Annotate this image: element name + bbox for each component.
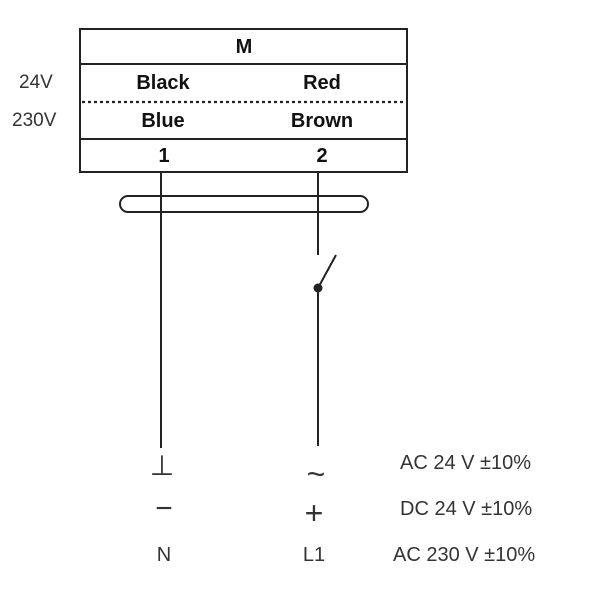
wire-1-color-230v: Blue [141, 110, 185, 132]
spec-ac-230v: AC 230 V ±10% [393, 544, 536, 566]
terminal-2-label: 2 [316, 145, 328, 167]
ac-tilde-symbol: ~ [306, 456, 326, 492]
line-label: L1 [302, 544, 326, 566]
spec-dc-24v: DC 24 V ±10% [400, 498, 533, 520]
wire-2-color-230v: Brown [290, 110, 354, 132]
wire-2-color-24v: Red [303, 72, 341, 94]
cable-sheath [119, 195, 369, 213]
side-label-24v: 24V [19, 72, 53, 93]
neutral-label: N [156, 544, 172, 566]
spec-ac-24v: AC 24 V ±10% [400, 452, 532, 474]
plus-symbol: + [304, 495, 324, 531]
minus-symbol: − [155, 492, 173, 525]
terminal-box-outline [79, 28, 408, 173]
ground-symbol: ⊥ [149, 450, 175, 481]
motor-label: M [235, 36, 253, 58]
switch-lever [317, 254, 337, 289]
wire-1-color-24v: Black [136, 72, 190, 94]
side-label-230v: 230V [12, 110, 57, 131]
terminal-1-label: 1 [158, 145, 170, 167]
